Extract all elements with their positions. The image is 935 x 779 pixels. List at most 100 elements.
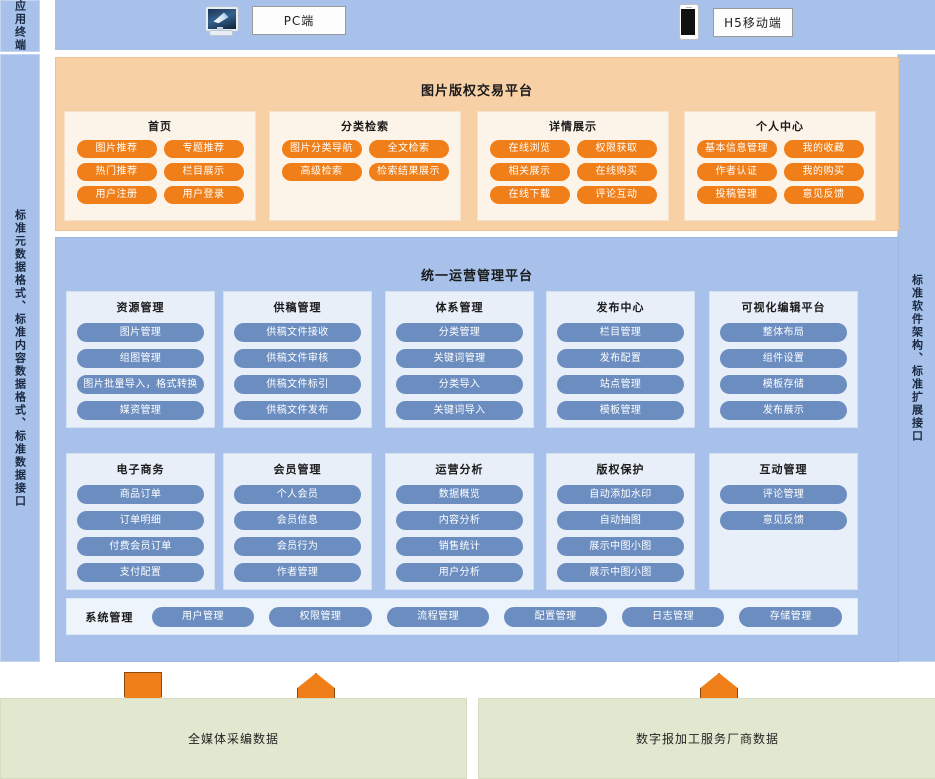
orange-item[interactable]: 高级检索 [281, 163, 362, 181]
blue-item[interactable]: 展示中图小图 [557, 563, 684, 582]
orange-item[interactable]: 栏目展示 [163, 163, 244, 181]
group-title: 分类检索 [341, 120, 389, 133]
blue-item[interactable]: 自动添加水印 [557, 485, 684, 504]
blue-group-publish-center: 发布中心 栏目管理 发布配置 站点管理 模板管理 [546, 291, 695, 428]
orange-group-personal-center: 个人中心 基本信息管理 我的收藏 作者认证 我的购买 投稿管理 意见反馈 [684, 111, 876, 221]
blue-item[interactable]: 整体布局 [720, 323, 847, 342]
image-copyright-trading-platform: 图片版权交易平台 首页 图片推荐 专题推荐 热门推荐 栏目展示 用户注册 用户登… [55, 57, 899, 231]
system-item[interactable]: 流程管理 [386, 606, 490, 627]
blue-item[interactable]: 模板管理 [557, 401, 684, 420]
blue-item[interactable]: 关键词管理 [396, 349, 523, 368]
blue-item[interactable]: 作者管理 [234, 563, 361, 582]
orange-item[interactable]: 用户注册 [76, 186, 157, 204]
blue-group-operation-analysis: 运营分析 数据概览 内容分析 销售统计 用户分析 [385, 453, 534, 590]
blue-item[interactable]: 会员行为 [234, 537, 361, 556]
blue-item[interactable]: 发布配置 [557, 349, 684, 368]
data-source-label: 全媒体采编数据 [187, 732, 279, 746]
group-items: 栏目管理 发布配置 站点管理 模板管理 [547, 323, 694, 420]
terminal-h5-label: H5移动端 [713, 7, 793, 37]
desktop-monitor-icon [205, 5, 238, 36]
terminal-pc-label: PC端 [252, 5, 346, 35]
orange-item[interactable]: 图片推荐 [76, 140, 157, 158]
data-source-digital-newspaper: 数字报加工服务厂商数据 [478, 698, 935, 779]
blue-item[interactable]: 图片批量导入，格式转换 [77, 375, 204, 394]
blue-item[interactable]: 组图管理 [77, 349, 204, 368]
orange-item[interactable]: 相关展示 [489, 163, 570, 181]
blue-item[interactable]: 分类管理 [396, 323, 523, 342]
orange-item[interactable]: 评论互动 [576, 186, 657, 204]
system-management-label: 系统管理 [85, 610, 134, 624]
blue-item[interactable]: 支付配置 [77, 563, 204, 582]
blue-item[interactable]: 数据概览 [396, 485, 523, 504]
orange-item[interactable]: 在线下载 [489, 186, 570, 204]
blue-item[interactable]: 会员信息 [234, 511, 361, 530]
group-title: 会员管理 [273, 463, 322, 476]
blue-item[interactable]: 个人会员 [234, 485, 361, 504]
orange-item[interactable]: 我的收藏 [783, 140, 864, 158]
orange-item[interactable]: 在线浏览 [489, 140, 570, 158]
system-management-bar: 系统管理 用户管理 权限管理 流程管理 配置管理 日志管理 存储管理 [66, 598, 858, 635]
orange-item[interactable]: 用户登录 [163, 186, 244, 204]
blue-item[interactable]: 供稿文件标引 [234, 375, 361, 394]
terminal-h5[interactable]: H5移动端 [679, 4, 793, 40]
blue-group-system-taxonomy: 体系管理 分类管理 关键词管理 分类导入 关键词导入 [385, 291, 534, 428]
orange-group-home: 首页 图片推荐 专题推荐 热门推荐 栏目展示 用户注册 用户登录 [64, 111, 256, 221]
orange-item[interactable]: 投稿管理 [696, 186, 777, 204]
orange-item[interactable]: 作者认证 [696, 163, 777, 181]
blue-item[interactable]: 内容分析 [396, 511, 523, 530]
blue-item[interactable]: 栏目管理 [557, 323, 684, 342]
unified-operation-management-platform: 统一运营管理平台 资源管理 图片管理 组图管理 图片批量导入，格式转换 媒资管理… [55, 237, 899, 662]
blue-item[interactable]: 供稿文件审核 [234, 349, 361, 368]
blue-item[interactable]: 意见反馈 [720, 511, 847, 530]
orange-item[interactable]: 全文检索 [368, 140, 449, 158]
group-items: 在线浏览 权限获取 相关展示 在线购买 在线下载 评论互动 [478, 140, 668, 204]
system-item[interactable]: 配置管理 [504, 606, 607, 627]
blue-item[interactable]: 商品订单 [77, 485, 204, 504]
orange-item[interactable]: 权限获取 [576, 140, 657, 158]
group-title: 首页 [148, 120, 172, 133]
blue-item[interactable]: 分类导入 [396, 375, 523, 394]
group-items: 自动添加水印 自动抽图 展示中图小图 展示中图小图 [547, 485, 694, 582]
blue-item[interactable]: 用户分析 [396, 563, 523, 582]
blue-item[interactable]: 展示中图小图 [557, 537, 684, 556]
system-item[interactable]: 存储管理 [739, 606, 842, 627]
orange-group-category-search: 分类检索 图片分类导航 全文检索 高级检索 检索结果展示 [269, 111, 461, 221]
blue-item[interactable]: 发布展示 [720, 401, 847, 420]
blue-item[interactable]: 关键词导入 [396, 401, 523, 420]
system-item[interactable]: 用户管理 [151, 606, 255, 627]
system-item[interactable]: 日志管理 [621, 606, 725, 627]
group-title: 运营分析 [435, 463, 484, 476]
orange-item[interactable]: 基本信息管理 [696, 140, 777, 158]
blue-item[interactable]: 供稿文件发布 [234, 401, 361, 420]
orange-item[interactable]: 专题推荐 [163, 140, 244, 158]
blue-item[interactable]: 媒资管理 [77, 401, 204, 420]
rail-standard-software-architecture-label: 标准软件架构、标准扩展接口 [910, 273, 924, 443]
terminal-band: PC端 H5移动端 [55, 0, 935, 50]
orange-item[interactable]: 意见反馈 [783, 186, 864, 204]
blue-item[interactable]: 评论管理 [720, 485, 847, 504]
blue-item[interactable]: 模板存储 [720, 375, 847, 394]
orange-item[interactable]: 热门推荐 [76, 163, 157, 181]
orange-item[interactable]: 图片分类导航 [281, 140, 362, 158]
blue-item[interactable]: 组件设置 [720, 349, 847, 368]
blue-item[interactable]: 订单明细 [77, 511, 204, 530]
system-item[interactable]: 权限管理 [269, 606, 372, 627]
mobile-phone-icon [679, 4, 699, 40]
blue-item[interactable]: 付费会员订单 [77, 537, 204, 556]
blue-item[interactable]: 销售统计 [396, 537, 523, 556]
blue-item[interactable]: 站点管理 [557, 375, 684, 394]
blue-group-interaction-management: 互动管理 评论管理 意见反馈 [709, 453, 858, 590]
terminal-pc[interactable]: PC端 [205, 5, 346, 36]
orange-item[interactable]: 在线购买 [576, 163, 657, 181]
group-title: 互动管理 [759, 463, 808, 476]
orange-item[interactable]: 我的购买 [783, 163, 864, 181]
blue-item[interactable]: 自动抽图 [557, 511, 684, 530]
rail-application-terminal-label: 应用终端 [13, 0, 27, 52]
data-source-all-media: 全媒体采编数据 [0, 698, 467, 779]
orange-item[interactable]: 检索结果展示 [368, 163, 449, 181]
group-items: 商品订单 订单明细 付费会员订单 支付配置 [67, 485, 214, 582]
group-items: 评论管理 意见反馈 [710, 485, 857, 530]
blue-item[interactable]: 图片管理 [77, 323, 204, 342]
blue-item[interactable]: 供稿文件接收 [234, 323, 361, 342]
